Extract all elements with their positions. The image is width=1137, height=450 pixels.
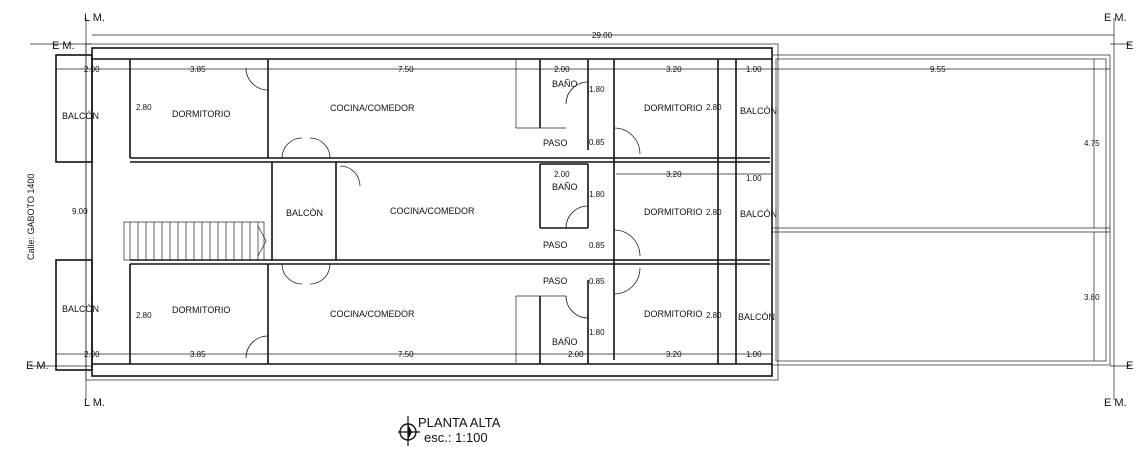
plan-scale: esc.: 1:100 <box>424 430 488 445</box>
dim-bottom-balcony-right: 1.00 <box>746 350 762 359</box>
dim-280-top-left: 2.80 <box>136 103 152 112</box>
dim-top-balcony: 2.00 <box>84 65 100 74</box>
room-hall-top: PASO <box>543 138 567 148</box>
e-mark-right-upper: E <box>1126 40 1133 52</box>
interior-walls <box>92 58 772 365</box>
plan-title: PLANTA ALTA <box>418 415 501 430</box>
room-bedroom-mid-right: DORMITORIO <box>644 207 702 217</box>
dim-180-top: 1.80 <box>589 85 605 94</box>
dim-280-bottom-right: 2.80 <box>706 311 722 320</box>
room-bath-bottom: BAÑO <box>552 337 578 347</box>
dim-mid-bath: 2.00 <box>554 170 570 179</box>
dim-terrace-upper: 4.75 <box>1084 139 1100 148</box>
room-bath-top: BAÑO <box>552 79 578 89</box>
room-bath-mid: BAÑO <box>552 182 578 192</box>
em-mark-left-lower: E M. <box>26 360 49 372</box>
doors <box>245 67 641 359</box>
em-mark-top-right: E M. <box>1104 12 1127 24</box>
dim-180-mid: 1.80 <box>589 190 605 199</box>
room-balcony-top-left: BALCÓN <box>62 111 99 121</box>
room-hall-mid: PASO <box>543 240 567 250</box>
dim-bottom-balcony: 2.00 <box>84 350 100 359</box>
street-label: Calle: GABOTO 1400 <box>26 174 36 260</box>
room-kitchen-top: COCINA/COMEDOR <box>330 103 415 113</box>
dim-085-bottom: 0.85 <box>589 277 605 286</box>
room-balcony-bottom-left: BALCÓN <box>62 304 99 314</box>
dim-top-balcony-right: 1.00 <box>746 65 762 74</box>
dimension-lines <box>30 18 1130 400</box>
room-balcony-bottom-right: BALCÓN <box>738 312 775 322</box>
dim-bottom-bedroom: 3.85 <box>190 350 206 359</box>
staircase <box>123 221 267 261</box>
dim-085-top: 0.85 <box>589 138 605 147</box>
dim-280-mid-right: 2.80 <box>706 208 722 217</box>
em-mark-left-upper: E M. <box>52 40 75 52</box>
dim-280-bottom-left: 2.80 <box>136 311 152 320</box>
lm-mark-bottom-left: L M. <box>84 397 105 409</box>
dim-top-terrace: 9.55 <box>930 65 946 74</box>
dim-bottom-bath: 2.00 <box>568 350 584 359</box>
dim-depth: 9.00 <box>72 207 88 216</box>
room-bedroom-bottom-left: DORMITORIO <box>172 305 230 315</box>
outer-walls <box>55 43 1111 381</box>
dim-top-bath: 2.00 <box>554 65 570 74</box>
room-bedroom-top-left: DORMITORIO <box>172 109 230 119</box>
room-kitchen-bottom: COCINA/COMEDOR <box>330 309 415 319</box>
room-balcony-center: BALCÓN <box>286 208 323 218</box>
dim-terrace-lower: 3.80 <box>1084 293 1100 302</box>
room-hall-bottom: PASO <box>543 276 567 286</box>
dim-top-bedroom-right: 3.20 <box>666 65 682 74</box>
room-kitchen-mid: COCINA/COMEDOR <box>390 206 475 216</box>
dim-overall-length: 29.00 <box>592 31 613 40</box>
em-mark-bottom-right: E M. <box>1104 397 1127 409</box>
dim-085-mid: 0.85 <box>589 241 605 250</box>
room-balcony-mid-right: BALCÓN <box>740 209 777 219</box>
dim-bottom-kitchen: 7.50 <box>398 350 414 359</box>
dim-bottom-bedroom-right: 3.20 <box>666 350 682 359</box>
dim-mid-bedroom-right: 3.20 <box>666 170 682 179</box>
dim-top-bedroom: 3.85 <box>190 65 206 74</box>
room-balcony-top-right: BALCÓN <box>740 106 777 116</box>
room-bedroom-bottom-right: DORMITORIO <box>644 309 702 319</box>
dim-280-top-right: 2.80 <box>706 103 722 112</box>
north-symbol-icon <box>398 416 420 446</box>
dim-180-bottom: 1.80 <box>589 328 605 337</box>
dim-mid-balcony-right: 1.00 <box>746 174 762 183</box>
room-bedroom-top-right: DORMITORIO <box>644 103 702 113</box>
e-mark-right-lower: E <box>1126 360 1133 372</box>
lm-mark-top-left: L M. <box>84 12 105 24</box>
dim-top-kitchen: 7.50 <box>398 65 414 74</box>
